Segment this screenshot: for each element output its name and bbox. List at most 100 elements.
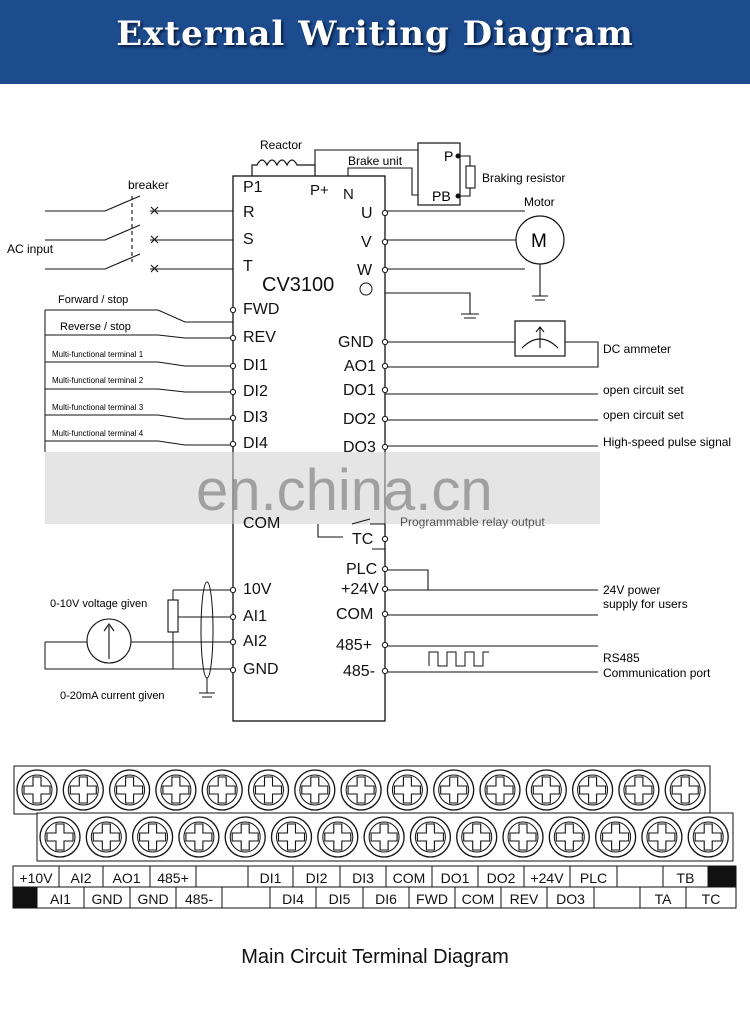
- potentiometer: [167, 599, 179, 633]
- strip-label-com: COM: [393, 870, 426, 886]
- terminal-screw: [594, 816, 637, 858]
- strip-label-plc: PLC: [580, 870, 607, 886]
- rs485-label-1: RS485: [603, 651, 640, 665]
- strip-label-di2: DI2: [306, 870, 328, 886]
- terminal-dot-ai1: [229, 613, 237, 621]
- terminal-dot-right-w: [381, 266, 389, 274]
- terminal-screw: [479, 769, 521, 811]
- dc-ammeter-label: DC ammeter: [603, 342, 671, 356]
- terminal-screw: [155, 769, 197, 811]
- terminal-dot-10v: [229, 586, 237, 594]
- terminal-dot-right-485plus: [381, 641, 389, 649]
- strip-label-di6: DI6: [375, 891, 397, 907]
- header-banner: External Writing Diagram: [0, 0, 750, 84]
- terminal-right-485minus: 485-: [343, 663, 375, 680]
- strip-label-do1: DO1: [441, 870, 470, 886]
- strip-label-485plus: 485+: [157, 870, 189, 886]
- terminal-screw: [270, 816, 313, 858]
- watermark-band: [45, 452, 600, 524]
- terminal-dot-right-ao1: [381, 362, 389, 370]
- terminal-screw: [294, 769, 336, 811]
- terminal-left-r: R: [243, 204, 255, 221]
- power-label-1: 24V power: [603, 583, 660, 597]
- terminal-right-do3: DO3: [343, 439, 376, 456]
- terminal-screw: [340, 769, 382, 811]
- terminal-left-10v: 10V: [243, 581, 272, 598]
- reactor-coil: [251, 159, 316, 176]
- terminal-top-pplus: P+: [310, 182, 329, 199]
- strip-label-do3: DO3: [556, 891, 585, 907]
- terminal-blank-block: [708, 866, 736, 887]
- terminal-dot-right-do1: [381, 386, 389, 394]
- strip-label-com: COM: [462, 891, 495, 907]
- terminal-left-rev: REV: [243, 329, 276, 346]
- terminal-screw: [131, 816, 174, 858]
- terminal-screw: [502, 816, 544, 858]
- terminal-screw: [525, 769, 567, 811]
- terminal-dot-right-do2: [381, 415, 389, 423]
- terminal-screw: [409, 816, 452, 858]
- brake-unit-label: Brake unit: [348, 154, 403, 168]
- terminal-dot-di3: [229, 414, 237, 422]
- terminal-left-di3: DI3: [243, 409, 268, 426]
- rs485-waveform: [428, 651, 489, 667]
- terminal-dot-right-485minus: [381, 667, 389, 675]
- terminal-dot-right-plc: [381, 565, 389, 573]
- terminal-screw: [62, 769, 104, 811]
- ac-input-label: AC input: [7, 242, 54, 256]
- open-circuit-label-1: open circuit set: [603, 383, 684, 397]
- terminal-left-p1: P1: [243, 179, 263, 196]
- terminal-left-di2: DI2: [243, 383, 268, 400]
- terminal-screw: [85, 816, 127, 858]
- pulse-signal-label: High-speed pulse signal: [603, 435, 731, 449]
- model-label: CV3100: [262, 274, 334, 296]
- strip-label-tc: TC: [702, 891, 721, 907]
- terminal-blank-block: [13, 887, 37, 908]
- terminal-dot-right-u: [381, 209, 389, 217]
- multi-terminal-3-label: Multi-functional terminal 3: [52, 403, 144, 412]
- terminal-dot-right-plus24v: [381, 585, 389, 593]
- wiring-diagram: CV3100 Reactor Brake unit P PB Braking r…: [7, 138, 737, 909]
- terminal-screw: [224, 816, 266, 858]
- terminal-right-485plus: 485+: [336, 637, 372, 654]
- terminal-right-do2: DO2: [343, 411, 376, 428]
- terminal-right-v: V: [361, 234, 372, 251]
- forward-stop-label: Forward / stop: [58, 294, 128, 306]
- strip-label-di5: DI5: [329, 891, 351, 907]
- pb-terminal-label: PB: [432, 188, 451, 204]
- terminal-labels: P1RSTFWDREVDI1DI2DI3DI4COM10VAI1AI2GNDP+…: [229, 179, 389, 680]
- terminal-right-w: W: [357, 262, 373, 279]
- terminal-screw: [687, 816, 729, 858]
- breaker-label: breaker: [128, 178, 169, 192]
- reverse-stop-label: Reverse / stop: [60, 321, 131, 333]
- terminal-dot-right-com: [381, 610, 389, 618]
- p-terminal-label: P: [444, 148, 453, 164]
- terminal-dot-right-tc: [381, 535, 389, 543]
- terminal-dot-fwd: [229, 306, 237, 314]
- strip-label-plus24v: +24V: [530, 870, 564, 886]
- terminal-left-di4: DI4: [243, 435, 268, 452]
- terminal-right-do1: DO1: [343, 382, 376, 399]
- terminal-left-s: S: [243, 231, 254, 248]
- braking-resistor: [465, 165, 476, 189]
- terminal-screw: [16, 769, 58, 811]
- terminal-right-plus24v: +24V: [341, 581, 379, 598]
- relay-output-label: Programmable relay output: [400, 515, 545, 529]
- voltage-given-label: 0-10V voltage given: [50, 598, 147, 610]
- terminal-left-ai1: AI1: [243, 608, 267, 625]
- terminal-left-di1: DI1: [243, 357, 268, 374]
- terminal-diagram-caption: Main Circuit Terminal Diagram: [241, 946, 509, 968]
- terminal-dot-gnd: [229, 666, 237, 674]
- terminal-screw: [363, 816, 405, 858]
- terminal-left-t: T: [243, 258, 253, 275]
- terminal-dot-right-v: [381, 238, 389, 246]
- strip-label-tb: TB: [677, 870, 695, 886]
- multi-terminal-1-label: Multi-functional terminal 1: [52, 350, 144, 359]
- terminal-right-plc: PLC: [346, 561, 377, 578]
- strip-label-di1: DI1: [260, 870, 282, 886]
- terminal-screw: [201, 769, 243, 811]
- terminal-right-ao1: AO1: [344, 358, 376, 375]
- motor-label: Motor: [524, 195, 555, 209]
- terminal-dot-di1: [229, 362, 237, 370]
- digital-input-wiring: [44, 309, 233, 452]
